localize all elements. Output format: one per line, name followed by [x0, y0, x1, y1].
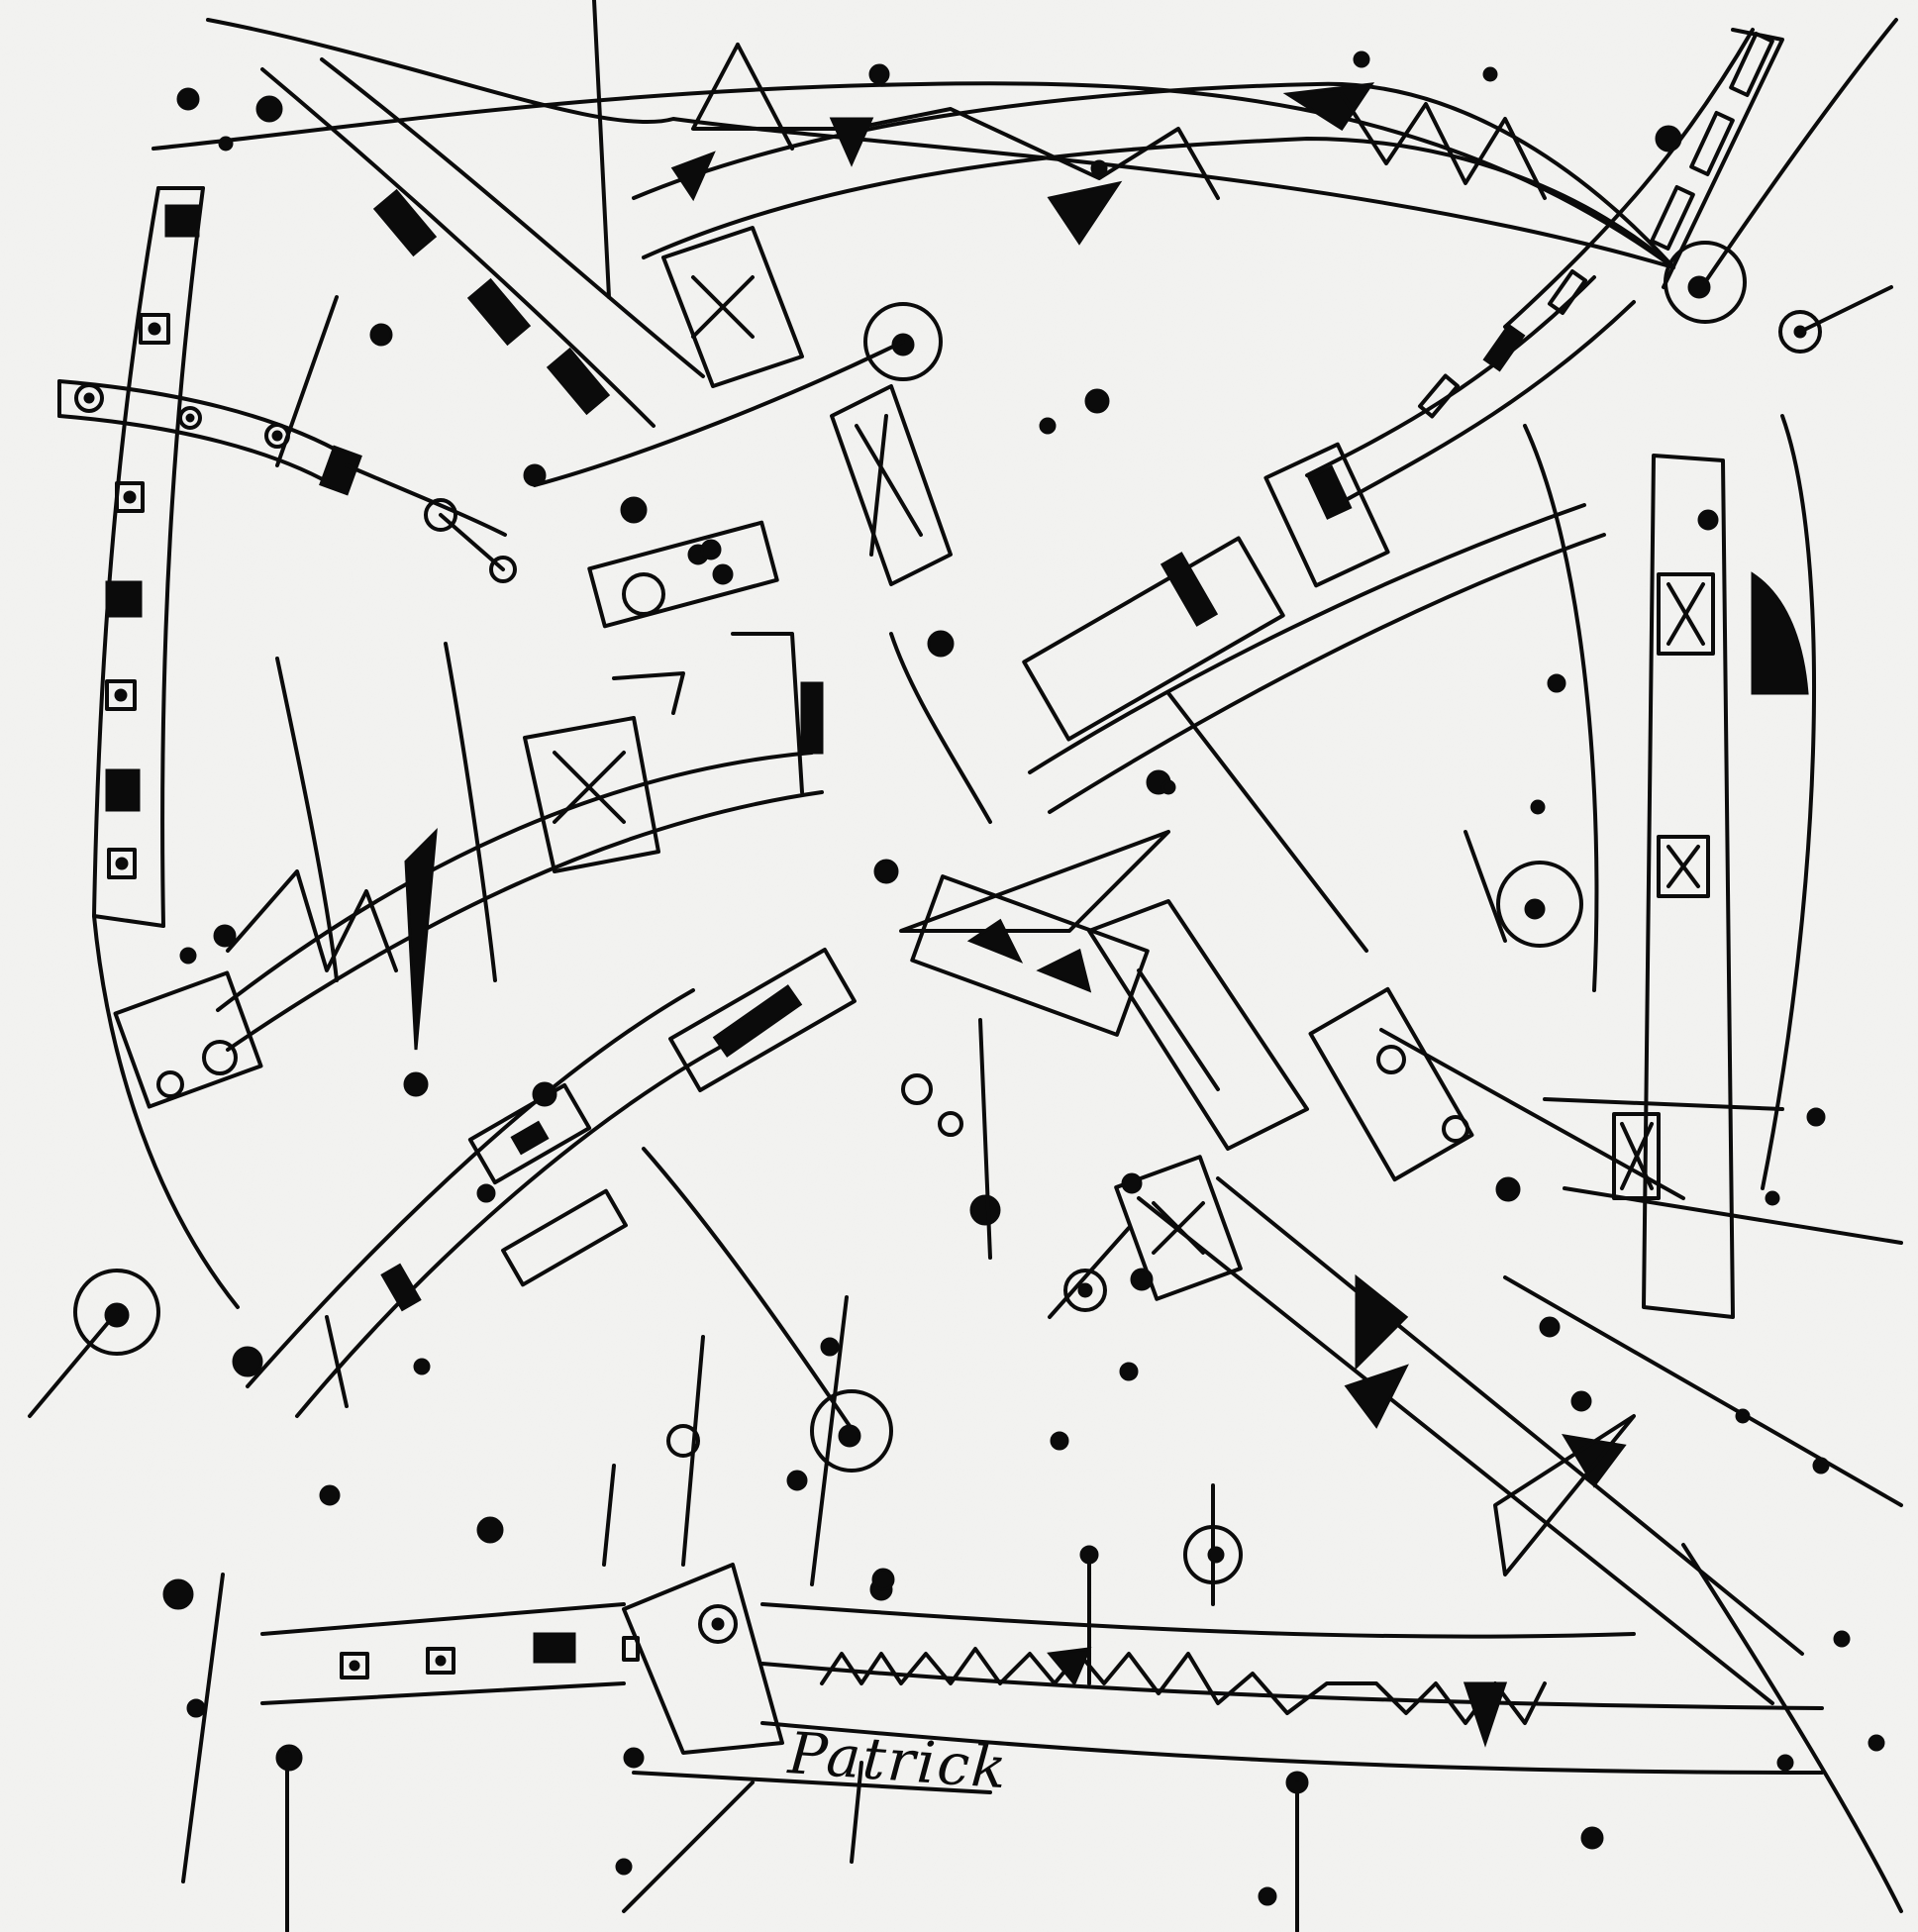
- center-top-boxes: [533, 226, 953, 794]
- artist-signature: Patrick: [785, 1719, 1010, 1801]
- lower-right-band: [642, 830, 1804, 1705]
- upper-left-ribbon: [57, 295, 517, 583]
- diagonal-band-top-left: [260, 0, 705, 428]
- center-crossing-bands: [216, 442, 1606, 1052]
- signature-text: Patrick: [785, 1719, 1010, 1801]
- bottom-band: [260, 1563, 1824, 1775]
- left-vertical-band: [92, 186, 240, 1309]
- lower-left-band: [28, 948, 857, 1418]
- scattered-dots: [162, 51, 1885, 1906]
- top-arcs: [151, 18, 1898, 324]
- top-right-ladder: [1305, 28, 1784, 507]
- connector-lines: [181, 632, 1903, 1932]
